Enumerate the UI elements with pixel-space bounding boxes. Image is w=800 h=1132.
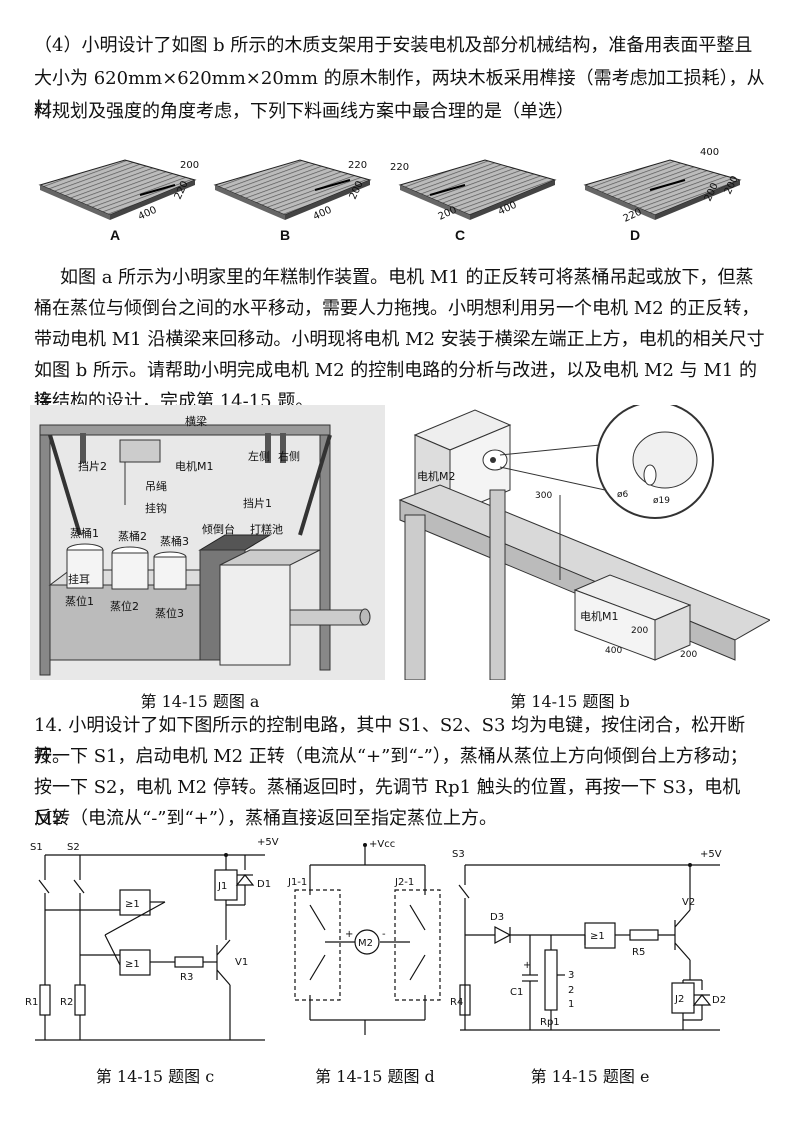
label-beam: 横梁 [185, 414, 207, 428]
label-v1: V1 [235, 957, 248, 968]
dim-300: 300 [535, 491, 552, 501]
label-tilt-table: 倾倒台 [202, 522, 235, 536]
dim-phi19: ø19 [653, 496, 670, 506]
label-s2: S2 [67, 842, 80, 853]
label-left-side: 左侧 [248, 450, 270, 463]
caption-figure-e: 第 14-15 题图 e [530, 1067, 650, 1086]
label-bucket3: 蒸桶3 [160, 534, 189, 548]
board-option-a: 200 220 400 A [38, 159, 199, 243]
caption-figure-a: 第 14-15 题图 a [140, 692, 260, 711]
figure-e-circuit: S3 +5V D3 ≥1 R5 V2 R4 C1 + Rp1 3 2 1 J2 … [450, 849, 726, 1031]
label-motor-m2: 电机M2 [417, 469, 456, 483]
label-right-side: 右侧 [278, 449, 300, 463]
intro-line-3: 带动电机 M1 沿横梁来回移动。小明现将电机 M2 安装于横梁左端正上方，电机的… [34, 329, 765, 350]
label-s1: S1 [30, 842, 43, 853]
label-r1: R1 [25, 997, 38, 1008]
label-v2: V2 [682, 897, 695, 908]
label-r2: R2 [60, 997, 73, 1008]
label-r4: R4 [450, 997, 463, 1008]
label-terminal-2: 2 [568, 985, 574, 996]
label-pos2: 蒸位2 [110, 599, 139, 613]
label-minus: - [382, 929, 386, 940]
label-ear: 挂耳 [68, 572, 90, 586]
label-j2-1: J2-1 [394, 877, 414, 888]
label-bucket1: 蒸桶1 [70, 526, 99, 540]
q14-line-3: 按一下 S2，电机 M2 停转。蒸桶返回时，先调节 Rp1 触头的位置，再按一下… [34, 777, 741, 829]
board-option-d: 400 200 200 220 D [583, 147, 742, 243]
q14-line-4: 反转（电流从“-”到“+”），蒸桶直接返回至指定蒸位上方。 [34, 808, 497, 829]
label-c1: C1 [510, 987, 523, 998]
label-d3: D3 [490, 912, 504, 923]
board-d-dim-1: 400 [700, 147, 719, 158]
board-b-dim-1: 220 [348, 160, 367, 171]
label-bucket2: 蒸桶2 [118, 529, 147, 543]
figure-b-motor-mount: 电机M2 电机M1 300 ø6 ø19 200 400 200 [398, 405, 770, 680]
label-gate-1: ≥1 [125, 899, 140, 910]
label-j2: J2 [674, 994, 684, 1005]
board-option-c: 220 200 400 C [390, 159, 557, 243]
label-pos1: 蒸位1 [65, 594, 94, 608]
label-rp1: Rp1 [540, 1017, 560, 1028]
label-terminal-3: 3 [568, 970, 574, 981]
q4-line-1: （4）小明设计了如图 b 所示的木质支架用于安装电机及部分机械结构，准备用表面平… [34, 35, 753, 56]
q14-line-2: 按一下 S1，启动电机 M2 正转（电流从“+”到“-”），蒸桶从蒸位上方向倾倒… [34, 746, 748, 767]
q4-line-3: 料规划及强度的角度考虑，下列下料画线方案中最合理的是（单选） [34, 101, 574, 122]
figure-a-steamer-device: 横梁 挡片2 电机M1 左侧 右侧 吊绳 挂钩 挡片1 蒸桶1 蒸桶2 蒸桶3 … [30, 405, 385, 680]
label-terminal-1: 1 [568, 999, 574, 1010]
label-d2: D2 [712, 995, 726, 1006]
board-a-dim-1: 200 [180, 160, 199, 171]
board-b-letter: B [280, 227, 290, 243]
dim-200-height: 200 [631, 626, 648, 636]
dim-phi6: ø6 [617, 490, 629, 500]
label-hook: 挂钩 [145, 501, 167, 515]
board-c-dim-1: 220 [390, 162, 409, 173]
caption-figure-d: 第 14-15 题图 d [315, 1067, 435, 1086]
q14-line-1: 14. 小明设计了如下图所示的控制电路，其中 S1、S2、S3 均为电键，按住闭… [34, 715, 746, 767]
intro-line-1: 如图 a 所示为小明家里的年糕制作装置。电机 M1 的正反转可将蒸桶吊起或放下，… [60, 267, 754, 288]
intro-line-2: 桶在蒸位与倾倒台之间的水平移动，需要人力拖拽。小明想利用另一个电机 M2 的正反… [34, 298, 760, 319]
board-options-figure: 200 220 400 A 220 200 400 B 220 200 400 … [38, 147, 742, 243]
caption-figure-c: 第 14-15 题图 c [95, 1067, 215, 1086]
label-r5: R5 [632, 947, 645, 958]
label-vcc-e: +5V [700, 849, 722, 860]
label-pound-pool: 打糕池 [250, 522, 283, 536]
label-stop2: 挡片2 [78, 459, 107, 473]
label-vcc-d: +Vcc [369, 839, 395, 850]
label-d1: D1 [257, 879, 271, 890]
figure-c-circuit: S1 S2 +5V J1 D1 ≥1 ≥1 R3 V1 R1 R2 [25, 837, 279, 1041]
label-m2: M2 [358, 938, 373, 949]
label-j1: J1 [217, 881, 227, 892]
label-vcc-c: +5V [257, 837, 279, 848]
label-rope: 吊绳 [145, 479, 167, 493]
dim-400: 400 [605, 646, 622, 656]
label-stop1: 挡片1 [243, 496, 272, 510]
board-option-b: 220 200 400 B [213, 159, 372, 243]
label-motor-m1: 电机M1 [175, 459, 214, 473]
board-d-letter: D [630, 227, 640, 243]
board-c-letter: C [455, 227, 465, 243]
label-j1-1: J1-1 [287, 877, 307, 888]
dim-200-depth: 200 [680, 650, 697, 660]
board-a-letter: A [110, 227, 120, 243]
label-plus: + [345, 929, 353, 940]
label-motor-m1-b: 电机M1 [580, 609, 619, 623]
figure-d-circuit: +Vcc J1-1 J2-1 M2 + - [287, 839, 441, 1035]
label-r3: R3 [180, 972, 193, 983]
label-s3: S3 [452, 849, 465, 860]
q4-line-2: 大小为 620mm×620mm×20mm 的原木制作，两块木板采用榫接（需考虑加… [34, 68, 765, 120]
label-gate-e: ≥1 [590, 931, 605, 942]
label-c1-plus: + [523, 960, 531, 971]
caption-figure-b: 第 14-15 题图 b [510, 692, 630, 711]
label-pos3: 蒸位3 [155, 606, 184, 620]
label-gate-2: ≥1 [125, 959, 140, 970]
